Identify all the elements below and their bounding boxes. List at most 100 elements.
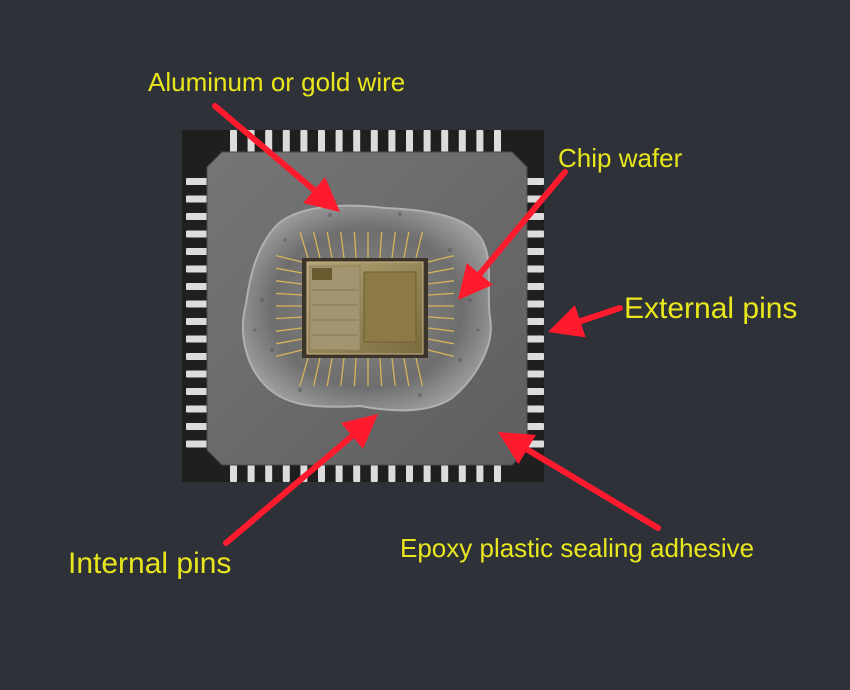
bond-wire	[275, 327, 303, 332]
bond-wire	[340, 357, 345, 387]
external-pin	[186, 388, 207, 395]
bond-wire	[427, 349, 455, 358]
bond-wire	[275, 280, 303, 285]
die-corner-block	[312, 268, 332, 280]
external-pin	[423, 465, 431, 482]
external-pin	[370, 130, 378, 152]
external-pin	[282, 130, 290, 152]
bond-wire	[415, 357, 424, 387]
external-pin	[406, 465, 413, 482]
external-pin	[458, 465, 466, 482]
external-pin	[186, 318, 207, 325]
external-pin	[527, 423, 544, 430]
external-pin	[458, 130, 466, 152]
external-pin	[265, 465, 273, 482]
bond-wire	[427, 292, 455, 296]
external-pin	[494, 130, 501, 152]
epoxy-texture	[253, 212, 480, 397]
external-pin	[406, 130, 413, 152]
bond-wire	[403, 357, 410, 387]
external-pin	[388, 465, 396, 482]
bond-wire	[275, 267, 303, 274]
external-pin	[527, 318, 544, 325]
external-pin	[186, 178, 207, 185]
external-pin	[353, 130, 361, 152]
label-external-pins: External pins	[624, 292, 798, 325]
external-pin	[186, 248, 207, 255]
bond-wire	[275, 316, 303, 320]
external-pin	[370, 465, 378, 482]
external-pin	[186, 370, 207, 378]
external-pin	[186, 405, 207, 413]
bond-wire	[427, 254, 455, 263]
label-chip-wafer: Chip wafer	[558, 143, 683, 173]
external-pin	[527, 353, 544, 360]
external-pin	[300, 130, 308, 152]
external-pin	[186, 230, 207, 238]
bond-wire	[427, 327, 455, 332]
label-internal-pins: Internal pins	[68, 547, 232, 580]
external-pins-right	[527, 178, 544, 448]
external-pin	[476, 130, 484, 152]
bond-wire	[275, 338, 303, 345]
external-pin	[186, 423, 207, 430]
bond-wire	[353, 357, 357, 387]
annotation-arrows	[212, 103, 661, 546]
external-pin	[230, 130, 237, 152]
external-pin	[527, 248, 544, 255]
external-pin	[441, 465, 449, 482]
external-pin	[527, 370, 544, 378]
external-pin	[318, 465, 325, 482]
external-pin	[423, 130, 431, 152]
external-pin	[186, 335, 207, 343]
die-traces	[312, 289, 358, 336]
external-pin	[186, 440, 207, 448]
external-pin	[527, 283, 544, 290]
bond-wire	[312, 357, 321, 387]
external-pin	[282, 465, 290, 482]
external-pin	[247, 465, 255, 482]
bond-wire	[299, 231, 309, 259]
external-pin	[527, 265, 544, 273]
arrow-epoxy	[498, 432, 661, 531]
external-pin	[494, 465, 501, 482]
external-pin	[527, 405, 544, 413]
bond-wire	[427, 316, 455, 320]
bond-wire	[391, 231, 396, 259]
bond-wire	[427, 280, 455, 285]
arrow-chip-wafer	[458, 169, 568, 300]
external-pin	[186, 300, 207, 308]
bond-wire	[391, 357, 396, 387]
bond-wire	[403, 231, 410, 259]
bond-wire	[275, 254, 303, 263]
external-pin	[527, 335, 544, 343]
external-pin	[186, 195, 207, 203]
bond-wire	[415, 231, 424, 259]
bond-wire	[326, 231, 333, 259]
label-epoxy: Epoxy plastic sealing adhesive	[400, 533, 755, 563]
label-wire: Aluminum or gold wire	[148, 67, 406, 97]
external-pin	[476, 465, 484, 482]
arrow-internal-pins	[223, 414, 378, 546]
bond-wire	[340, 231, 345, 259]
external-pin	[388, 130, 396, 152]
external-pin	[230, 465, 237, 482]
external-pins-left	[186, 178, 207, 448]
bond-wire	[379, 357, 383, 387]
external-pin	[186, 265, 207, 273]
external-pin	[318, 130, 325, 152]
bond-wire	[275, 349, 303, 358]
external-pin	[186, 213, 207, 220]
external-pin	[335, 130, 343, 152]
external-pin	[527, 300, 544, 308]
internal-pins	[275, 231, 455, 387]
bond-wire	[427, 338, 455, 345]
external-pin	[186, 283, 207, 290]
external-pin	[527, 178, 544, 185]
external-pin	[527, 230, 544, 238]
arrow-wire	[212, 103, 340, 212]
bond-wire	[275, 292, 303, 296]
die-core	[363, 271, 417, 343]
bond-wire	[299, 357, 309, 387]
